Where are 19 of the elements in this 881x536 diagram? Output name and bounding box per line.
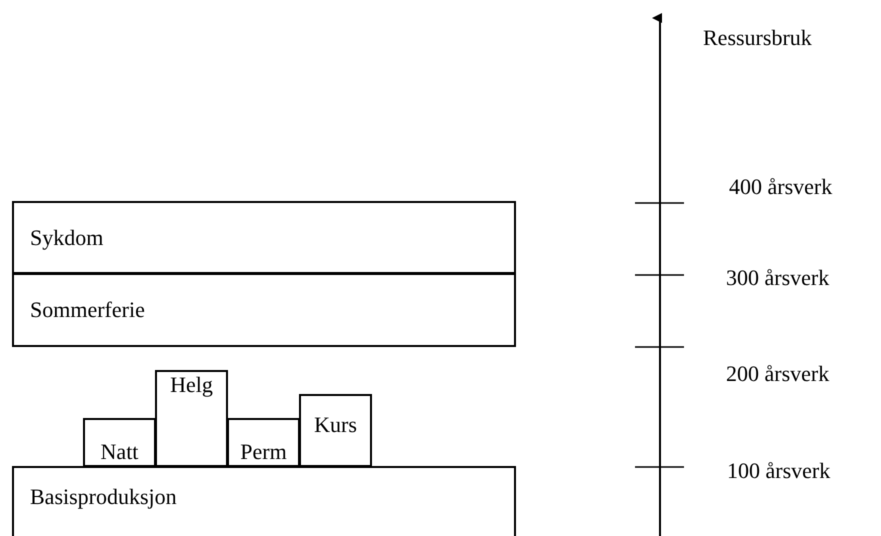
category-box xyxy=(299,394,372,467)
box-label: Sommerferie xyxy=(30,297,145,323)
tick-label: 300 årsverk xyxy=(726,265,830,291)
box-label: Perm xyxy=(240,439,287,465)
category-box xyxy=(155,370,228,467)
tick-label: 400 årsverk xyxy=(729,174,832,200)
tick-label: 200 årsverk xyxy=(726,361,830,387)
box-label: Natt xyxy=(100,439,138,465)
category-box xyxy=(12,466,516,536)
box-label: Basisproduksjon xyxy=(30,484,177,510)
box-label: Sykdom xyxy=(30,224,104,250)
category-box xyxy=(12,273,516,347)
box-label: Kurs xyxy=(314,412,357,438)
axis-title: Ressursbruk xyxy=(703,25,812,51)
category-box xyxy=(227,418,300,467)
category-box xyxy=(12,201,516,274)
box-label: Helg xyxy=(170,372,213,398)
category-box xyxy=(83,418,156,467)
tick-label: 100 årsverk xyxy=(727,458,830,484)
